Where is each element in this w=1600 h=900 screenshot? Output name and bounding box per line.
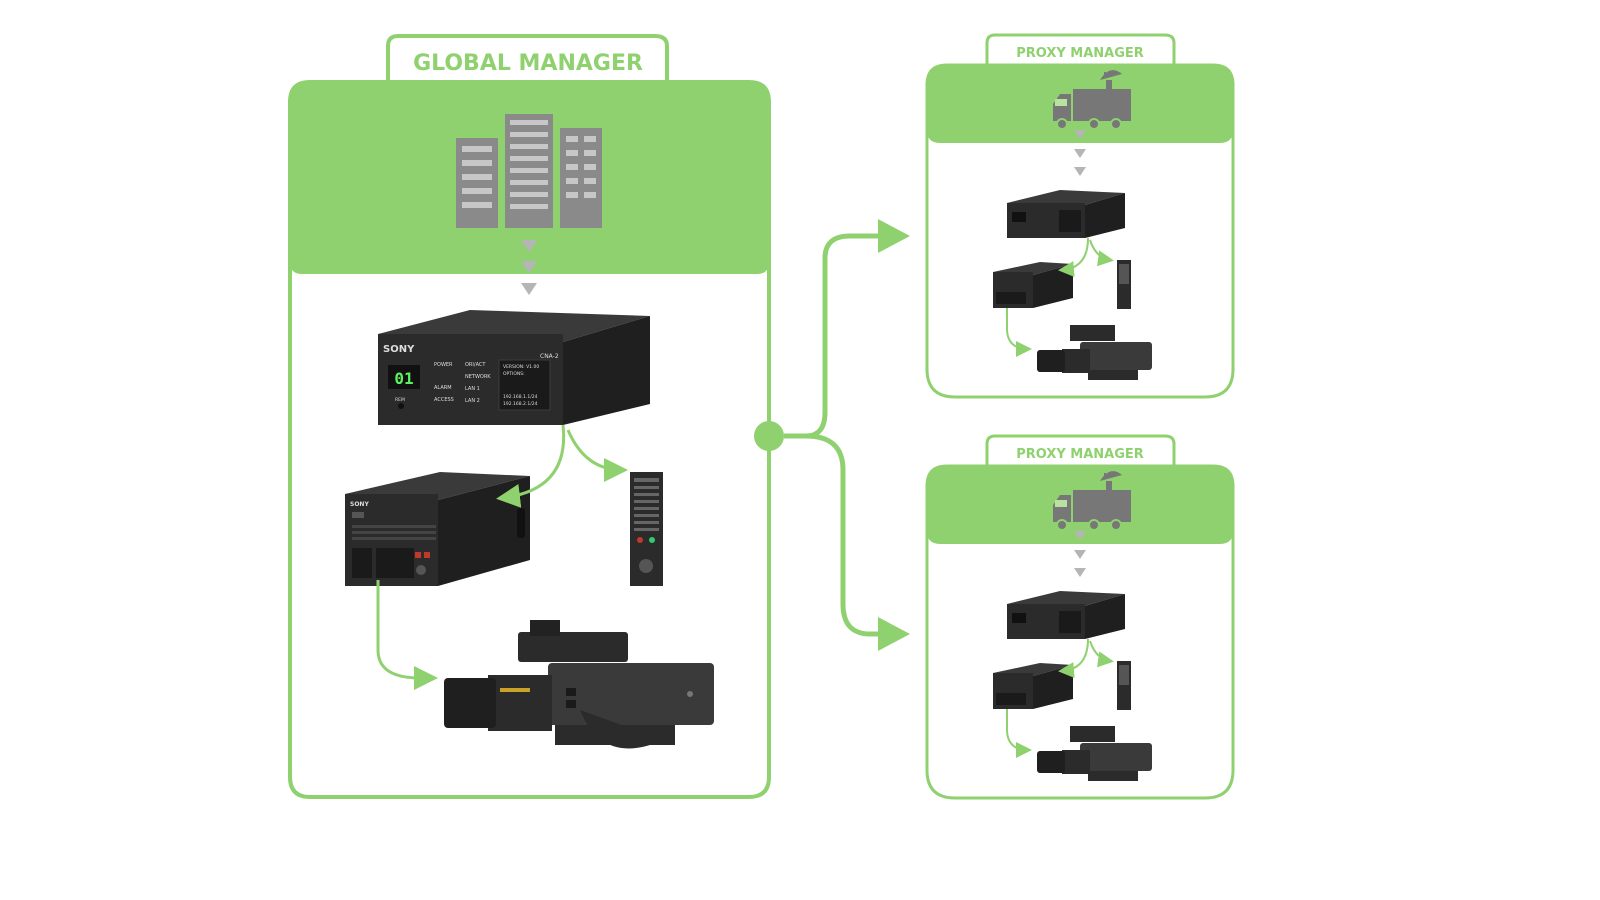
camera-icon bbox=[444, 620, 714, 749]
global-manager-panel: GLOBAL MANAGER bbox=[288, 34, 771, 799]
indicator-ori-act: ORI/ACT bbox=[465, 362, 486, 368]
device-display: 01 bbox=[394, 369, 413, 388]
screen-line-1: VERSION: V1.00 bbox=[503, 364, 539, 370]
remote-control-icon bbox=[630, 472, 663, 586]
cna-unit: SONY CNA-2 01 REM POWER ALARM ACCESS ORI… bbox=[378, 310, 650, 425]
indicator-alarm: ALARM bbox=[434, 385, 452, 391]
screen-line-4: 192.168.2.1/24 bbox=[503, 401, 538, 407]
down-arrows bbox=[1074, 130, 1086, 176]
indicator-network: NETWORK bbox=[465, 374, 491, 380]
satellite-dish-icon bbox=[1100, 471, 1122, 491]
camera-icon bbox=[1037, 325, 1152, 380]
screen-line-3: 192.168.1.1/24 bbox=[503, 394, 538, 400]
indicator-power: POWER bbox=[434, 362, 453, 368]
device-model: CNA-2 bbox=[540, 353, 559, 360]
camera-icon bbox=[1037, 726, 1152, 781]
cna-unit bbox=[1007, 190, 1125, 238]
proxy-manager-1-tab bbox=[985, 33, 1176, 64]
proxy-manager-panel-1: PROXY MANAGER bbox=[925, 33, 1235, 399]
building-icon bbox=[456, 114, 602, 228]
proxy-manager-2-title: PROXY MANAGER bbox=[1016, 447, 1144, 462]
remote-control-icon bbox=[1117, 661, 1131, 710]
ccu-to-camera-connector bbox=[376, 580, 438, 690]
cna-unit bbox=[1007, 591, 1125, 639]
junction-node bbox=[754, 421, 784, 451]
proxy-manager-1-title: PROXY MANAGER bbox=[1016, 46, 1144, 61]
distribution-arrows bbox=[754, 219, 910, 651]
indicator-access: ACCESS bbox=[434, 397, 454, 403]
ob-van-icon bbox=[1053, 490, 1131, 531]
cna-to-remote-connector bbox=[566, 429, 628, 482]
screen-line-2: OPTIONS: bbox=[503, 371, 525, 377]
indicator-lan1: LAN 1 bbox=[465, 386, 480, 392]
global-manager-tab bbox=[386, 34, 669, 82]
device-brand: SONY bbox=[383, 344, 415, 355]
satellite-dish-icon bbox=[1100, 70, 1122, 90]
proxy-manager-panel-2: PROXY MANAGER bbox=[925, 434, 1235, 800]
global-manager-title: GLOBAL MANAGER bbox=[413, 51, 643, 76]
indicator-lan2: LAN 2 bbox=[465, 398, 480, 404]
cna-to-ccu-connector bbox=[496, 424, 566, 508]
ccu-brand: SONY bbox=[350, 501, 369, 508]
proxy-manager-2-tab bbox=[985, 434, 1176, 465]
remote-control-icon bbox=[1117, 260, 1131, 309]
ob-van-icon bbox=[1053, 89, 1131, 130]
down-arrows bbox=[1074, 531, 1086, 577]
down-arrows bbox=[521, 240, 537, 295]
device-remote-label: REM bbox=[395, 397, 405, 403]
